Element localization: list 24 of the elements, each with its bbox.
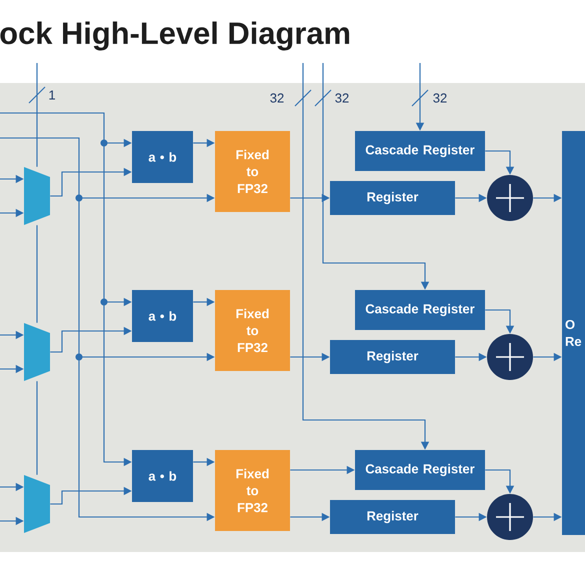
adder-circle (487, 494, 533, 540)
bus-width-label: 1 (49, 90, 55, 100)
register-box: Cascade Register (355, 450, 485, 490)
register-box: Cascade Register (355, 290, 485, 330)
bus-width-label: 32 (335, 93, 349, 103)
converter-box: Fixed to FP32 (215, 131, 290, 212)
register-box: Register (330, 500, 455, 534)
multiplier-box: a • b (132, 290, 193, 342)
multiplier-box: a • b (132, 131, 193, 183)
converter-box: Fixed to FP32 (215, 290, 290, 371)
register-box: Cascade Register (355, 131, 485, 171)
bus-width-label: 32 (433, 93, 447, 103)
adder-circle (487, 334, 533, 380)
adder-circle (487, 175, 533, 221)
multiplexer (24, 323, 50, 381)
multiplexer (24, 475, 50, 533)
converter-box: Fixed to FP32 (215, 450, 290, 531)
register-box: Register (330, 181, 455, 215)
multiplier-box: a • b (132, 450, 193, 502)
output-register-box: O Re (562, 131, 585, 535)
multiplexer (24, 167, 50, 225)
title: ock High-Level Diagram (0, 22, 350, 50)
bus-width-label: 32 (270, 93, 284, 103)
register-box: Register (330, 340, 455, 374)
